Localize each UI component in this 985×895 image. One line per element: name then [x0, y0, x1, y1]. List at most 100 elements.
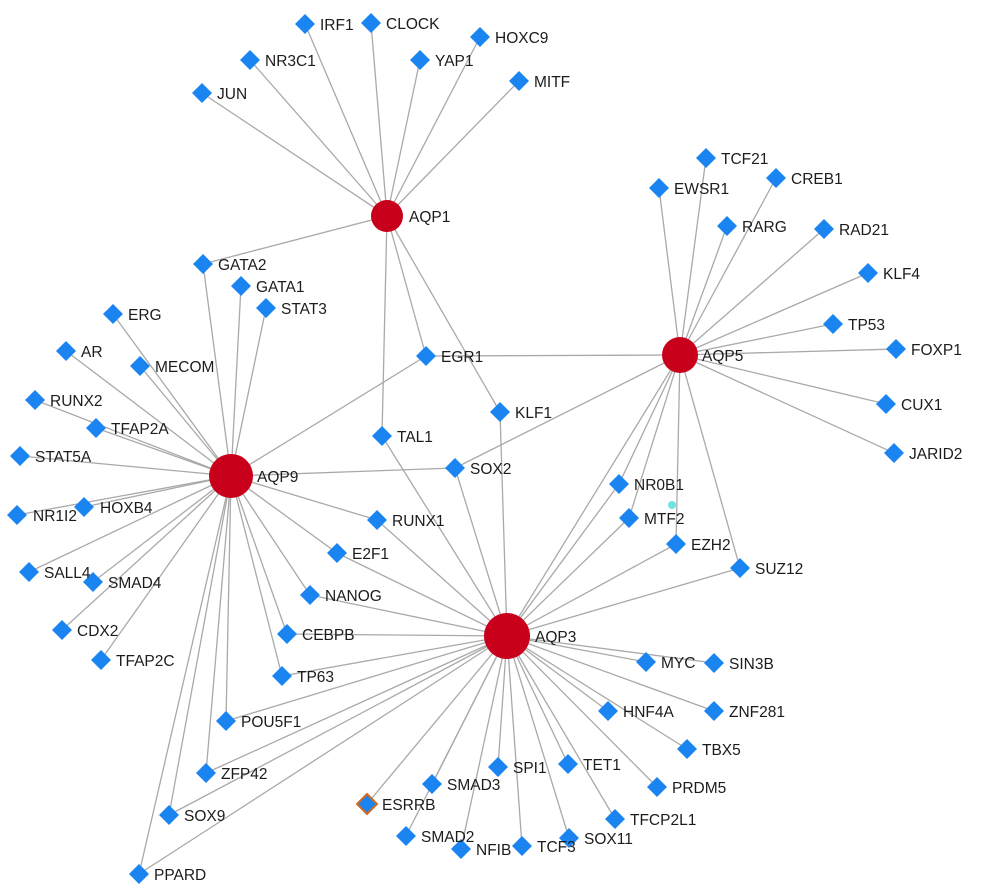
node-smad2[interactable]: [396, 826, 416, 846]
node-zfp42[interactable]: [196, 763, 216, 783]
node-znf281[interactable]: [704, 701, 724, 721]
node-klf4[interactable]: [858, 263, 878, 283]
node-jun[interactable]: [192, 83, 212, 103]
edge-aqp9-sox2: [230, 467, 456, 477]
node-tfcp2l1[interactable]: [605, 809, 625, 829]
node-tbx5[interactable]: [677, 739, 697, 759]
node-nr3c1[interactable]: [240, 50, 260, 70]
node-nr0b1[interactable]: [609, 474, 629, 494]
edge-aqp9-cebpb: [230, 475, 288, 635]
label-rarg: RARG: [742, 219, 787, 236]
node-gata1[interactable]: [231, 276, 251, 296]
node-tp63[interactable]: [272, 666, 292, 686]
edge-aqp5-ewsr1: [658, 187, 681, 356]
edge-aqp3-sox11: [506, 635, 570, 839]
node-runx1[interactable]: [367, 510, 387, 530]
label-ezh2: EZH2: [691, 537, 731, 554]
node-ewsr1[interactable]: [649, 178, 669, 198]
edge-aqp5-foxp1: [679, 348, 897, 356]
node-sox9[interactable]: [159, 805, 179, 825]
hub-aqp3[interactable]: [484, 613, 530, 659]
node-prdm5[interactable]: [647, 777, 667, 797]
node-yap1[interactable]: [410, 50, 430, 70]
node-ppard[interactable]: [129, 864, 149, 884]
edge-aqp5-mtf2: [628, 354, 681, 519]
edge-aqp3-prdm5: [506, 635, 658, 788]
node-hoxb4[interactable]: [74, 497, 94, 517]
edge-aqp3-sox9: [168, 635, 508, 816]
label-sox11: SOX11: [584, 831, 633, 848]
node-esrrb[interactable]: [355, 792, 379, 816]
edge-aqp5-tp53: [679, 323, 834, 356]
node-sox2[interactable]: [445, 458, 465, 478]
node-myc[interactable]: [636, 652, 656, 672]
node-erg[interactable]: [103, 304, 123, 324]
edge-aqp1-clock: [370, 22, 388, 217]
node-smad3[interactable]: [422, 774, 442, 794]
node-nfib[interactable]: [451, 839, 471, 859]
label-klf1: KLF1: [515, 405, 552, 422]
edge-aqp9-nr1i2: [16, 475, 232, 516]
node-gata2[interactable]: [193, 254, 213, 274]
edge-aqp3-tfcp2l1: [506, 635, 616, 820]
node-stat3[interactable]: [256, 298, 276, 318]
node-runx2[interactable]: [25, 390, 45, 410]
node-mecom[interactable]: [130, 356, 150, 376]
node-tcf3[interactable]: [512, 836, 532, 856]
node-tfap2c[interactable]: [91, 650, 111, 670]
hub-aqp9[interactable]: [209, 454, 253, 498]
label-erg: ERG: [128, 307, 162, 324]
node-mtf2[interactable]: [619, 508, 639, 528]
hub-aqp5[interactable]: [662, 337, 698, 373]
node-creb1[interactable]: [766, 168, 786, 188]
node-hnf4a[interactable]: [598, 701, 618, 721]
node-stat5a[interactable]: [10, 446, 30, 466]
node-suz12[interactable]: [730, 558, 750, 578]
node-rarg[interactable]: [717, 216, 737, 236]
node-tfap2a[interactable]: [86, 418, 106, 438]
label-myc: MYC: [661, 655, 695, 672]
node-tal1[interactable]: [372, 426, 392, 446]
hub-aqp1[interactable]: [371, 200, 403, 232]
node-klf1[interactable]: [490, 402, 510, 422]
node-tet1[interactable]: [558, 754, 578, 774]
label-tp53: TP53: [848, 317, 885, 334]
node-jarid2[interactable]: [884, 443, 904, 463]
node-sall4[interactable]: [19, 562, 39, 582]
label-mitf: MITF: [534, 74, 570, 91]
edge-aqp9-sox9: [168, 475, 232, 816]
node-foxp1[interactable]: [886, 339, 906, 359]
label-e2f1: E2F1: [352, 546, 389, 563]
edge-aqp3-tp63: [281, 635, 508, 677]
edge-aqp1-jun: [201, 92, 388, 217]
node-irf1[interactable]: [295, 14, 315, 34]
edge-aqp9-zfp42: [205, 475, 232, 774]
node-cux1[interactable]: [876, 394, 896, 414]
edge-aqp9-tp63: [230, 475, 283, 677]
node-egr1[interactable]: [416, 346, 436, 366]
node-cebpb[interactable]: [277, 624, 297, 644]
node-sin3b[interactable]: [704, 653, 724, 673]
node-tcf21[interactable]: [696, 148, 716, 168]
node-clock[interactable]: [361, 13, 381, 33]
label-egr1: EGR1: [441, 349, 483, 366]
node-rad21[interactable]: [814, 219, 834, 239]
label-hoxb4: HOXB4: [100, 500, 153, 517]
label-mecom: MECOM: [155, 359, 214, 376]
node-tp53[interactable]: [823, 314, 843, 334]
node-hoxc9[interactable]: [470, 27, 490, 47]
label-tbx5: TBX5: [702, 742, 741, 759]
node-cdx2[interactable]: [52, 620, 72, 640]
node-nanog[interactable]: [300, 585, 320, 605]
node-sox11[interactable]: [559, 828, 579, 848]
edge-aqp3-myc: [506, 635, 647, 663]
node-spi1[interactable]: [488, 757, 508, 777]
node-e2f1[interactable]: [327, 543, 347, 563]
node-smad4[interactable]: [83, 572, 103, 592]
node-nr1i2[interactable]: [7, 505, 27, 525]
node-pou5f1[interactable]: [216, 711, 236, 731]
node-mitf[interactable]: [509, 71, 529, 91]
node-ezh2[interactable]: [666, 534, 686, 554]
node-ar[interactable]: [56, 341, 76, 361]
